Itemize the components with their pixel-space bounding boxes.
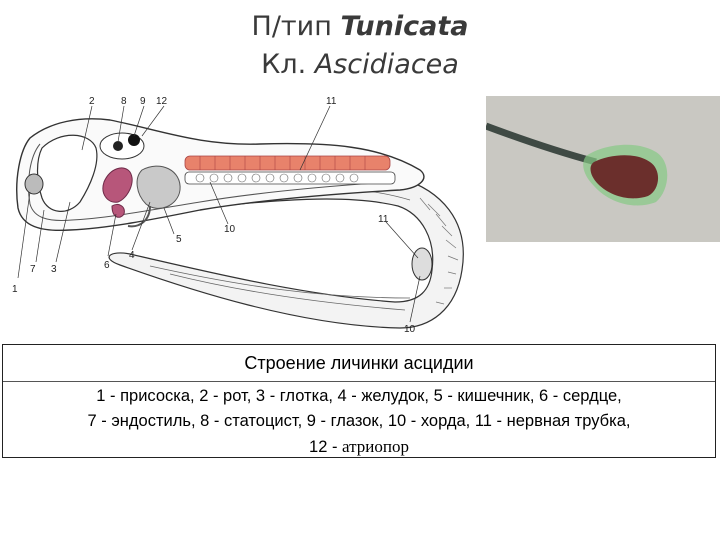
caption-atriopore: атриопор bbox=[342, 437, 409, 456]
heart bbox=[111, 203, 125, 218]
ocellus bbox=[128, 134, 140, 146]
label-4: 4 bbox=[129, 250, 135, 261]
caption-line-2: 7 - эндостиль, 8 - статоцист, 9 - глазок… bbox=[87, 412, 631, 430]
taxon-tunicata: Tunicata bbox=[340, 11, 469, 42]
title-line-class: Кл. Ascidiacea bbox=[261, 49, 459, 80]
label-7: 7 bbox=[30, 264, 36, 275]
tail-hatching bbox=[419, 197, 459, 305]
label-10-upper: 10 bbox=[224, 224, 236, 235]
pharynx-gut-coloured bbox=[102, 167, 133, 203]
larva-photo bbox=[486, 96, 720, 242]
label-9: 9 bbox=[140, 96, 146, 107]
caption-legend: 1 - присоска, 2 - рот, 3 - глотка, 4 - ж… bbox=[3, 382, 715, 460]
larva-diagram: 1 2 3 4 5 6 7 8 9 10 10 11 11 12 bbox=[12, 96, 464, 335]
nerve-tube-cells bbox=[195, 173, 359, 183]
photo-body bbox=[590, 155, 659, 199]
label-8: 8 bbox=[121, 96, 127, 107]
notochord bbox=[184, 155, 391, 171]
label-5: 5 bbox=[176, 234, 182, 245]
taxon-ascidiacea: Ascidiacea bbox=[314, 49, 459, 80]
label-11-upper: 11 bbox=[326, 96, 337, 107]
label-2: 2 bbox=[89, 96, 95, 107]
nerve-tube bbox=[184, 171, 396, 185]
tail-bend-organ bbox=[411, 247, 433, 281]
caption-line-1: 1 - присоска, 2 - рот, 3 - глотка, 4 - ж… bbox=[96, 387, 622, 405]
stomach bbox=[136, 165, 181, 209]
caption-line-3: 12 - атриопор bbox=[309, 437, 409, 456]
intestine bbox=[127, 205, 151, 228]
statocyst bbox=[113, 141, 123, 151]
caption-box: Строение личинки асцидии 1 - присоска, 2… bbox=[2, 344, 716, 458]
notochord-cells bbox=[199, 156, 366, 170]
label-12: 12 bbox=[156, 96, 168, 107]
label-1: 1 bbox=[12, 284, 18, 295]
diagram-labels: 1 2 3 4 5 6 7 8 9 10 10 11 11 12 bbox=[12, 96, 416, 335]
adhesive-papilla bbox=[24, 173, 44, 195]
label-11-lower: 11 bbox=[378, 214, 389, 225]
caption-header: Строение личинки асцидии bbox=[3, 345, 715, 382]
label-3: 3 bbox=[51, 264, 57, 275]
leader-lines bbox=[17, 105, 421, 323]
label-10-lower: 10 bbox=[404, 324, 416, 335]
title-line-phylum: П/тип Tunicata bbox=[251, 11, 469, 42]
label-6: 6 bbox=[104, 260, 110, 271]
